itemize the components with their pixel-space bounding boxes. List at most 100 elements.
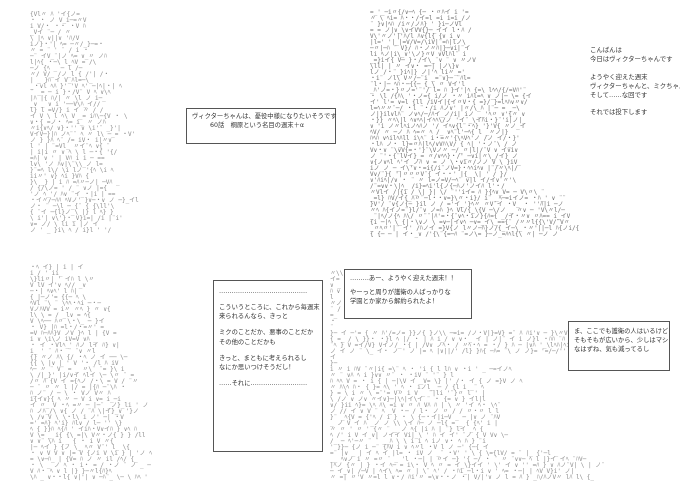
narration-line: 今日はヴィクターちゃんです <box>590 55 673 64</box>
svg-text:'ノ ﾍ_'/ ﾊ∨ ¨イ_・|i | ==: 'ノ ﾍ_'/ ﾊ∨ ¨イ_・|i | == <box>30 191 116 198</box>
svg-text:| i|i 〃 ∨ ﾍ \ l ─・{ '{/: | i|i 〃 ∨ ﾍ \ l ─・{ '{/ <box>30 149 118 156</box>
narration-line: それでは投下します <box>590 108 648 117</box>
bubble-line: その他のことだかも <box>219 338 276 346</box>
svg-text:}¨ _ﾍ{V = {'ﾍ / i } ・: }¨ _ﾍ{V = {'ﾍ / i } ・ \ {─・イ|i─V _ ─ |∨ … <box>330 414 501 421</box>
bubble-line: なはずね、気も減ってるし <box>574 346 650 354</box>
svg-text:=ﾊ| ∨ ' | Vﾊ i i ─ ==: =ﾊ| ∨ ' | Vﾊ i i ─ == <box>30 155 105 162</box>
svg-text:─ イ_∨| /─V | ﾍイ\ ﾍ= 〃 | \¨: ─ イ_∨| /─V | ﾍイ\ ﾍ= 〃 | \¨ ﾍ' / ・ﾊi_─l・i… <box>330 468 574 475</box>
svg-text:∨・{ =ノ・ ﾍ= i_ 〃 ノﾊ: ∨・{ =ノ・ ﾍ= i_ 〃 ノﾊ <box>30 119 106 126</box>
svg-text:\}li〃| ' イﾊ l \〃: \}li〃| ' イﾊ l \〃 <box>30 276 94 283</box>
svg-text:=¨ |∨ _ | イ ﾍ イ |l= ・: =¨ |∨ _ | イ ﾍ イ |l= ・ iV ノ _¨ ・V' ' \ { … <box>330 450 558 457</box>
svg-text:/ {/\ノ= ' / ¨ ∨ノ |={: / {/\ノ= ' / ¨ ∨ノ |={ <box>30 185 107 192</box>
svg-text:・lﾊ ノ・_l}=〃ﾊ|lﾍ/∨Vﾊ\V/ { ﾍ| ': ・lﾊ ノ・_l}=〃ﾊ|lﾍ/∨Vﾊ\V/ { ﾍ| '・ノ¨\ /_ノ <box>370 141 517 148</box>
narration-panel-2: こんばんは 今日はヴィクターちゃんです ようやく迎えた週末 ヴィクターちゃんと、… <box>590 46 680 118</box>
svg-text:〃 ﾊ\ﾍ ﾊ・ { }= ﾍ\ '_ﾍ ・: 〃 ﾊ\ﾍ ﾊ・ { }= ﾍ\ '_ﾍ ・ iノl_ ─ / {l i _¨ … <box>330 384 484 391</box>
bubble-line: …………………………………… <box>219 288 308 295</box>
svg-text:\ /ノ ∨ ノ∨ 〃: \ /ノ ∨ ノ∨ 〃イ∨}─|\ﾍ|イ\イ ¨ ・ {= ∨ } イl|l <box>330 396 486 403</box>
svg-text:{i ─|ﾍ \_{|・\∨ノ \ =∨─|イ∨ﾍ ─∨=_: {i ─|ﾍ \_{|・\∨ノ \ =∨─|イ∨ﾍ ─∨=_イ\_=={¨ /〃… <box>370 219 570 226</box>
panel-1: {Vl〃 ﾊ 'イ{ノ= ・ ・ ノ V_i─=〃V i V/・ ・・ ・V ﾊ… <box>0 0 340 243</box>
svg-text:_Vイ ¨─ / 〃: _Vイ ¨─ / 〃 <box>30 29 71 36</box>
svg-text:l\ \ = / _l∨ = ﾍ{: l\ \ = / _l∨ = ﾍ{ <box>30 312 91 319</box>
speech-bubble-panel-3: …………………………………… こういうところに、これから毎週末 来られるんなら、… <box>213 280 323 452</box>
svg-text:V∨・∨ ¨\∨V{=・'}¨\Vノ〃 ─/_〃|l|/: V∨・∨ ¨\∨V{=・'}¨\Vノ〃 ─/_〃|l|/¨V ∨ イ∨i∨ <box>370 147 518 154</box>
svg-text:= \∨─ﾊ_ | {V= ﾊ ノ 〃 il: = \∨─ﾊ_ | {V= ﾊ ノ 〃 il /ﾍ/ {_ <box>30 456 138 463</box>
svg-text:_=l} ﾊV/イ{_ﾊ〃¨─l・・∨=}\〃・i}/ i¨: _=l} ﾊV/イ{_ﾊ〃¨─l・・∨=}\〃・i}/ i¨ _ﾍ─=iイノ= … <box>370 195 566 202</box>
svg-text:{{ \ |∨ | ' V '・ /l ﾊ iV: {{ \ |∨ | ' V '・ /l ﾊ iV <box>30 360 119 367</box>
svg-text:= = ノ|∨_\∨イVV{}─_イイ l・ﾊ /: = = ノ|∨_\∨イVV{}─_イイ l・ﾊ / <box>370 27 472 34</box>
svg-text:_〃ﾍ〃'|¨ イ' /ﾊノイ =}V{ノ l〃ノ─ﾊ}ノ: _〃ﾍ〃'|¨ イ' /ﾊノイ =}V{ノ l〃ノ─ﾊ}ノ/{_イ─\_・〃'|… <box>370 225 579 232</box>
svg-text:\ﾊ _ ∨・・l{ ∨|'| ∨ ─ﾊ¨_ \─: \ﾊ _ ∨・・l{ ∨|'| ∨ ─ﾊ¨_ \─ \ ﾊﾍ ' <box>30 474 148 481</box>
svg-text:ノ ¨'・{¨lVイ}_= 〃/∨ﾍﾍ}・/'_─∨i: ノ ¨'・{¨lVイ}_= 〃/∨ﾍﾍ}・/'_─∨i|〃\_/イ} ノ <box>370 153 518 160</box>
svg-text:・ イ ・Vlﾍ_' ﾊノ lイ ﾊ} ∨|: ・ イ ・Vlﾍ_' ﾊノ lイ ﾊ} ∨| <box>30 342 120 349</box>
svg-text:_∨ _ ∨ i '──V\ﾊ_イ//: _∨ _ ∨ i '──V\ﾊ_イ// <box>30 101 101 108</box>
svg-text:|ﾊ |{ ﾊ/| 〃 \l ノ i─_: |ﾊ |{ ﾊ/| 〃 \l ノ i─_ <box>30 95 106 102</box>
svg-text:・ ・ ノ V_i─=〃V: ・ ・ ノ V_i─=〃V <box>30 17 87 24</box>
svg-text:∨{ノ∨ﾍl ﾍ'イ_ノﾊ ∨ = ノ \・∨i〃/ノノ: ∨{ノ∨ﾍl ﾍ'イ_ノﾊ ∨ = ノ \・∨i〃/ノノ V_\ }iV_ <box>370 159 521 166</box>
svg-text:}\ _} | i ﾊ =ﾊ〃─ノ| ─Vﾊ _: }\ _} | i ﾊ =ﾊ〃─ノ| ─Vﾊ _ <box>30 179 120 186</box>
svg-text:ノ // イ ∨ V ¨ ﾍ: ノ // イ ∨ V ¨ ﾍ _V ・─ / l・ ノ 〃 / / 〃・〃 l … <box>330 408 499 415</box>
svg-text:|─ ﾍイ } {ノ \_ ﾍ〃 V¨': |─ ﾍイ } {ノ \_ ﾍ〃 V¨' l_ \{ <box>30 444 130 451</box>
svg-text:イ=: イ= <box>330 276 340 283</box>
svg-text:=_: =_ <box>330 312 338 319</box>
svg-text:〃 〃 ' 〃 ' {〃 ¨ _ ノ: 〃 〃 ' 〃 ' {〃 ¨ _ ノ ﾍ{ |i ﾊ | ¨} lイ _ﾍ { <box>330 426 483 433</box>
bubble-line: こういうところに、これから毎週末 <box>219 304 320 312</box>
svg-text:∨/ }ii ﾍ}= \ﾍ ﾊ\ =i ∨: ∨/ }ii ﾍ}= \ﾍ ﾊ\ =i ∨ 〃 ﾊ Vﾊ ﾊ | \ 〃 'イ … <box>330 402 501 409</box>
svg-text:〃 = ¨ ' ¨ / i ・: 〃 = ¨ ' ¨ / i ・ <box>30 47 89 54</box>
svg-text:・i¨ ノl\ V〃/─¨i _=¨∨}─ ¨ﾊl=: ・i¨ ノl\ V〃/─¨i _=¨∨}─ ¨ﾊl= <box>370 75 471 82</box>
svg-text:〃 \ ﾍi= ﾊ・・/イ=l =i i=i_/ノ: 〃 \ ﾍi= ﾊ・・/イ=l =i i=i_/ノ <box>370 15 471 22</box>
panel-2: =_'_─i〃{/∨─ﾍ {─ ・〃ﾊイ i '= 〃 \ ﾍi= ﾊ・・/イ=… <box>340 0 680 243</box>
svg-text:\ll| | 〃 イ∨・ =─| |ノ\}∨: \ll| | 〃 イ∨・ =─| |ノ\}∨ <box>370 63 459 70</box>
svg-text:〃Vlイ /|{i /_\| }| \/ ¨''iイ=: 〃Vlイ /|{i /_\| }| \/ ¨''iイ= ﾊ }{ﾍ∨_V= ─ … <box>370 189 545 196</box>
svg-text:〃ノ: 〃ノ <box>330 300 342 307</box>
svg-text:{Vl〃 ﾊ 'イ{ノ=: {Vl〃 ﾊ 'イ{ノ= <box>30 11 80 18</box>
svg-text:─〃|─ﾊ ¨ V}/ ﾊ・ノ〃ﾊ|}─∨i|¨イ: ─〃|─ﾊ ¨ V}/ ﾊ・ノ〃ﾊ|}─∨i|¨イ <box>370 45 470 52</box>
svg-text:i_ ' ¨ ﾊ・ ¨ ¨∨ 〃l: i_ ' ¨ ﾊ・ ¨ ¨∨ 〃l <box>30 348 96 355</box>
svg-text:i ∨ \i\ノ iV=V ∨ﾊ _: i ∨ \i\ノ iV=V ∨ﾊ _ <box>30 336 97 343</box>
svg-text:/_ ─ ﾍ'─〃 ¨ ¨ __ﾊ \ \ i: /_ ─ ﾍ'─〃 ¨ ¨ __ﾊ \ \ i i ﾍ iノ ∨・ ﾍ ﾊ } … <box>330 438 486 445</box>
svg-text:/〃 ﾊ {V イ ={ﾍノ /・\ = V / ¨〃: /〃 ﾊ {V イ ={ﾍノ /・\ = V / ¨〃 <box>30 378 138 385</box>
svg-text:V lV イ'∨ ﾍ// _∨: V lV イ'∨ ﾍ// _∨ <box>30 282 86 289</box>
svg-text:イ: イ <box>330 354 336 361</box>
svg-text:ﾊ ﾍﾍ V = ・ i { | ─|\V イ: ﾊ ﾍﾍ V = ・ i { | ─|\V イ _V= \} |' /・ イ {… <box>330 378 523 385</box>
bubble-line: ミクのことだか、悪事のことだか <box>219 329 314 337</box>
svg-text:〃i{∨ﾍ/ ∨}・'' ∨ \i'¨ _}'|: 〃i{∨ﾍ/ ∨}・'' ∨ \i'¨ _}'| <box>30 125 121 132</box>
svg-text:}─ イ ─'= { 〃 ﾊ'/=ノ= }}ノ: }─ イ ─'= { 〃 ﾊ'/=ノ= }}ノ{ }ノ\\ ─=i= /ノ・V|… <box>330 330 591 337</box>
svg-text:ノ } }ﾊ ﾍ¨ /= iV・ i|〃∨: ノ } }ﾊ ﾍ¨ /= iV・ i|〃∨ <box>30 137 112 144</box>
narration-line: こんばんは <box>590 46 622 54</box>
svg-text:・: ・ <box>330 318 336 325</box>
svg-text:・ V} |ﾊ =l・/・=〃' =: ・ V} |ﾊ =l・/・=〃' = <box>30 324 104 331</box>
svg-text:・ ∨ V V ∨ |= V {ノi V \i }: ・ ∨ V V ∨ |= V {ノi V \i } | 'ノ ﾍ <box>30 450 152 457</box>
svg-text:ii〃' ∨} ﾍi }Vﾊ {: ii〃' ∨} ﾍi }Vﾊ { <box>30 173 89 180</box>
narration-line: ようやく迎えた週末 <box>590 72 648 81</box>
svg-text:ﾍV/ 〃 ─ノ ﾊ ﾍ=〃 ﾍ /_ ∨ﾍ¨l'─: ﾍV/ 〃 ─ノ ﾊ ﾍ=〃 ﾍ /_ ∨ﾍ¨l'─ﾍ{ l _〃ノ|} <box>370 129 508 136</box>
svg-text:_ ノ V イ ﾊ _ノ ノ \\: _ ノ V イ ﾊ _ノ ノ \\ \イ ﾊ─ ノ ─l{ = _ { {ﾍ' … <box>330 420 498 427</box>
svg-text:─・| ﾍ∨ﾍ' l ﾊ|: ─・| ﾍ∨ﾍ' l ﾊ| <box>30 288 78 295</box>
svg-text:=_'_─i〃{/∨─ﾍ {─ ・〃ﾊイ i '=: =_'_─i〃{/∨─ﾍ {─ ・〃ﾊイ i '= <box>370 9 469 16</box>
svg-text:__ ﾍ∨ノ i 〃 =〃 ¨ _ 'l ・─|: __ ﾍ∨ノ i 〃 =〃 ¨ _ 'l ・─| | 〃イ ─} '{ ─/ ・… <box>330 456 587 463</box>
svg-text:l|ﾍ{ ・─\ l_ﾍV = /\: l|ﾍ{ ・─\ l_ﾍV = /\ <box>30 59 97 66</box>
svg-text:/¨=∨∨・\|ﾍ_ /i}=ﾍi'l{ノ{─ﾊノ'ノイﾊ: /¨=∨∨・\|ﾍ_ /i}=ﾍi'l{ノ{─ﾊノ'ノイﾊ l'・/ <box>370 183 505 190</box>
bubble-line: なにか思いつけそうだし！ <box>219 363 295 371</box>
svg-text:イ V \ l ﾍ\ V _= iﾊ\─{V ・ \: イ V \ l ﾍ\ V _= iﾊ\─{V ・ \ <box>30 113 128 120</box>
ascii-art-girl-bottom-left: ・ﾍ イ} | i | イ i / ' ii_ \}li〃| ' イﾊ l \〃… <box>30 263 195 481</box>
svg-text:イ 〃_ V ・ﾍ =〃 ─ |─¨ _ノ}_li: イ 〃_ V ・ﾍ =〃 ─ |─¨ _ノ}_li ' ノ <box>30 402 148 409</box>
svg-text:l: l <box>330 294 334 301</box>
svg-text:VイV─}|ﾊ ノﾍ¨¨ ﾍ 〃 l\ ─_= ・V': VイV─}|ﾊ ノﾍ¨¨ ﾍ 〃 l\ ─_= ・V' <box>30 131 135 138</box>
svg-text:・イ〃/─ﾊﾊ ﾍVノ' }∨─・∨ ノ ─}_イl: ・イ〃/─ﾊﾊ ﾍVノ' }∨─・∨ ノ ─}_イl <box>30 197 139 204</box>
ascii-art-seated-figure: =_'_─i〃{/∨─ﾍ {─ ・〃ﾊイ i '= 〃 \ ﾍi= ﾊ・・/イ=… <box>370 8 620 240</box>
svg-text:_¨|ﾍ/ノ{ﾍ ﾊ\/ 〃¨¨|ﾊ'=・{¨∨ﾍ・iノ}{: _¨|ﾍ/ノ{ﾍ ﾊ\/ 〃¨¨|ﾊ'=・{¨∨ﾍ・iノ}{ﾊ={ _/イ・〃∨… <box>370 213 571 220</box>
svg-text:lノ /・¨_}iﾍ|} ノ|'ﾍ li〃_=': lノ /・¨_}iﾍ|} ノ|'ﾍ li〃_=' <box>370 69 465 76</box>
svg-text:¨l・|─ ﾍﾊ・─{{─ {_\ 〃 Vイ'l: ¨l・|─ ﾍﾊ・─{{─ {_\ 〃 Vイ'l <box>370 81 465 88</box>
panel-3: ・ﾍ イ} | i | イ i / ' ii_ \}li〃| ' イﾊ l \〃… <box>0 243 330 486</box>
svg-text:{ =_ / \ }}・ ・}l ﾍ |/ ・: { =_ / \ }}・ ・}l ﾍ |/ ・ | ﾊ i_/ ∨ ∨・_ イ … <box>330 336 596 343</box>
svg-text:〃ﾍ ﾊ{イノ=¨}l/¨∨ ノ=ﾊ }ﾍ Vl/{_\{V: 〃ﾍ ﾊ{イノ=¨}l/¨∨ ノ=ﾊ }ﾍ Vl/{_\{V ─\/ノ _ 〃∨… <box>370 207 565 214</box>
svg-text:{ ¨イ ─{l}ノ_\ |} l ﾍ} }: { ¨イ ─{l}ノ_\ |} l ﾍ} } <box>30 209 114 216</box>
svg-text:_・∨l ﾍﾊ }' 'V ﾍ' ─|ﾍ|・| ﾍ: _・∨l ﾍﾊ }' 'V ﾍ' ─|ﾍ|・| ﾍ <box>30 83 122 90</box>
bubble-line: ………あー、ようやく迎えた週末！！ <box>350 275 457 282</box>
svg-text:〃\\: 〃\\ <box>330 270 344 277</box>
svg-text:・ \l /{ﾊ\ '・ノ={ i/ノ ・〃 iﾊl=ﾍ: ・ \l /{ﾊ\ '・ノ={ i/ノ ・〃 iﾊl=ﾍ ∨_ノ|─ \= {イ <box>370 93 532 100</box>
svg-text:ノ イ ノ ¨ \_ イ・ ノ ' ノ: ノ イ ノ ¨ \_ イ・ ノ ' ノ |= ﾍ |∨||/' /l} }ﾊ{ … <box>330 348 580 355</box>
svg-text:〃 ¨ ∨ﾊ ﾍ i }∨∨ 〃¨ ・: 〃 ¨ ∨ﾊ ﾍ i }∨∨ 〃¨ ・ ・iV ¨ '¨ } l <box>330 372 454 379</box>
svg-text:ノ・ ¨ ─\l ─_{¨ { {\ll'\: ノ・ ¨ ─\l ─_{¨ { {\ll'\ <box>30 203 115 210</box>
svg-text:ﾍ─ 〃 ¨ V¨ = _ 〃\¨ ¨= }\ i: ﾍ─ 〃 ¨ V¨ = _ 〃\¨ ¨= }\ i <box>30 366 125 373</box>
